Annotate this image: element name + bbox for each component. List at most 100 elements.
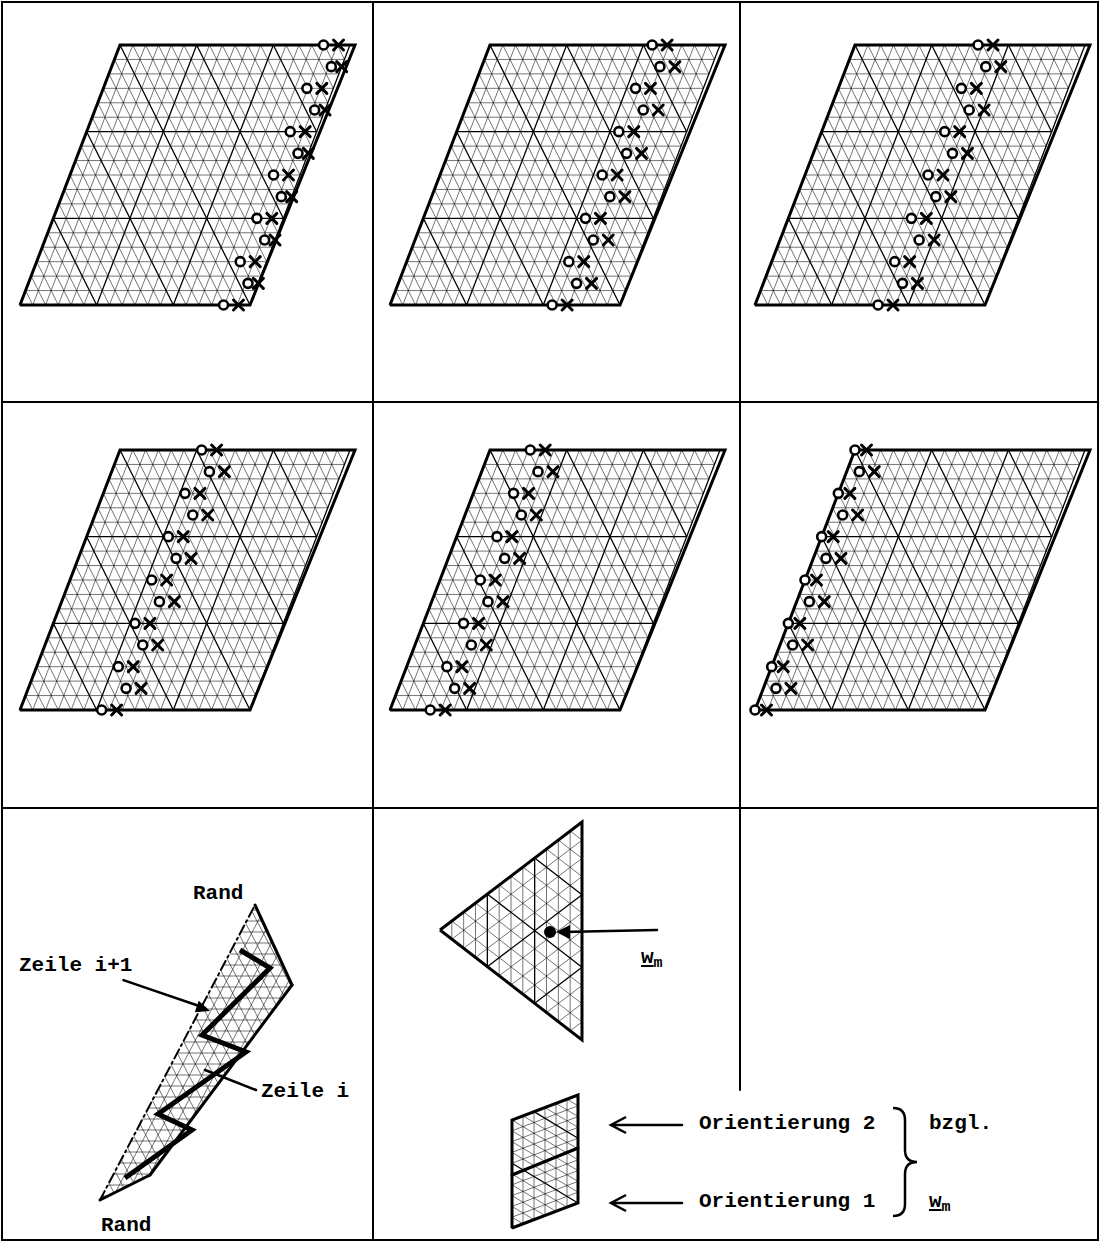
marker-band <box>874 40 1006 310</box>
mesh-line <box>0 0 187 1245</box>
marker-band <box>97 445 229 715</box>
mesh-line <box>0 0 460 1245</box>
mesh-line <box>0 0 334 1245</box>
panel-divider <box>372 2 374 1240</box>
node-marker-cross <box>579 257 589 267</box>
leader-arrow <box>123 980 205 1008</box>
mesh-line <box>0 1031 1101 1032</box>
mesh-line <box>0 0 908 1245</box>
mesh-line <box>0 19 1101 20</box>
rhombus-mesh <box>390 45 725 305</box>
mesh-line <box>788 218 831 305</box>
mesh-line <box>0 0 129 1245</box>
mesh-line <box>128 0 1101 1245</box>
mesh-line <box>0 0 51 1245</box>
rhombus-mesh <box>755 45 1090 305</box>
node-marker-cross <box>212 445 222 455</box>
mesh-line <box>0 195 1101 196</box>
mesh-line <box>0 0 567 1245</box>
mesh-line <box>429 204 480 305</box>
mesh-line <box>822 537 909 710</box>
mesh-line <box>0 756 1101 757</box>
mesh-line <box>0 0 820 1245</box>
mesh-line <box>0 0 898 1245</box>
node-marker-cross <box>515 553 525 563</box>
mesh-line <box>0 0 557 1245</box>
mesh-line <box>1059 45 1073 74</box>
mesh-line <box>0 0 129 1245</box>
mesh-line <box>0 0 80 1245</box>
mesh-line <box>87 537 174 710</box>
mesh-line <box>59 609 110 710</box>
mesh-line <box>412 652 441 710</box>
mesh-line <box>0 0 635 1245</box>
mesh-line <box>512 1120 578 1160</box>
mesh-line <box>0 0 1054 1245</box>
mesh-line <box>0 0 1015 1245</box>
mesh-line <box>0 118 1101 119</box>
mesh-line <box>0 0 353 1245</box>
mesh-line <box>265 0 1101 1142</box>
mesh-line <box>0 0 470 1245</box>
mesh-line <box>146 450 262 681</box>
mesh-line <box>932 450 1019 623</box>
mesh-line <box>0 0 616 1245</box>
node-marker-cross <box>921 213 931 223</box>
mesh-line <box>0 0 528 1245</box>
mesh-line <box>1034 45 1063 103</box>
mesh-line <box>0 0 41 1245</box>
mesh-line <box>631 45 682 146</box>
element-triangle <box>440 822 657 1040</box>
mesh-line <box>138 0 1101 1245</box>
mesh-line <box>0 0 635 1245</box>
mesh-line <box>0 0 499 1245</box>
mesh-line <box>21 0 1101 1245</box>
mesh-line <box>31 0 1101 1245</box>
mesh-line <box>0 0 976 1245</box>
node-marker-cross <box>490 575 500 585</box>
node-marker-circle <box>130 619 139 628</box>
node-marker-cross <box>637 148 647 158</box>
mesh-line <box>0 327 1101 328</box>
mesh-line <box>0 0 684 1245</box>
mesh-line <box>0 0 947 1245</box>
mesh-line <box>0 0 626 1245</box>
mesh-line <box>0 0 61 1245</box>
mesh-line <box>0 0 811 1245</box>
mesh-line <box>206 0 1101 1173</box>
node-marker-cross <box>620 192 630 202</box>
mesh-line <box>0 0 32 1245</box>
node-marker-cross <box>145 618 155 628</box>
mesh-line <box>0 0 149 1245</box>
node-marker-circle <box>957 84 966 93</box>
node-marker-cross <box>284 170 294 180</box>
mesh-line <box>516 45 632 276</box>
orientation-label: Orientierung 1 <box>698 1190 876 1213</box>
node-marker-circle <box>639 106 648 115</box>
mesh-line <box>484 59 607 305</box>
mesh-line <box>0 283 1101 284</box>
mesh-line <box>0 0 314 1245</box>
mesh-line <box>881 45 997 276</box>
